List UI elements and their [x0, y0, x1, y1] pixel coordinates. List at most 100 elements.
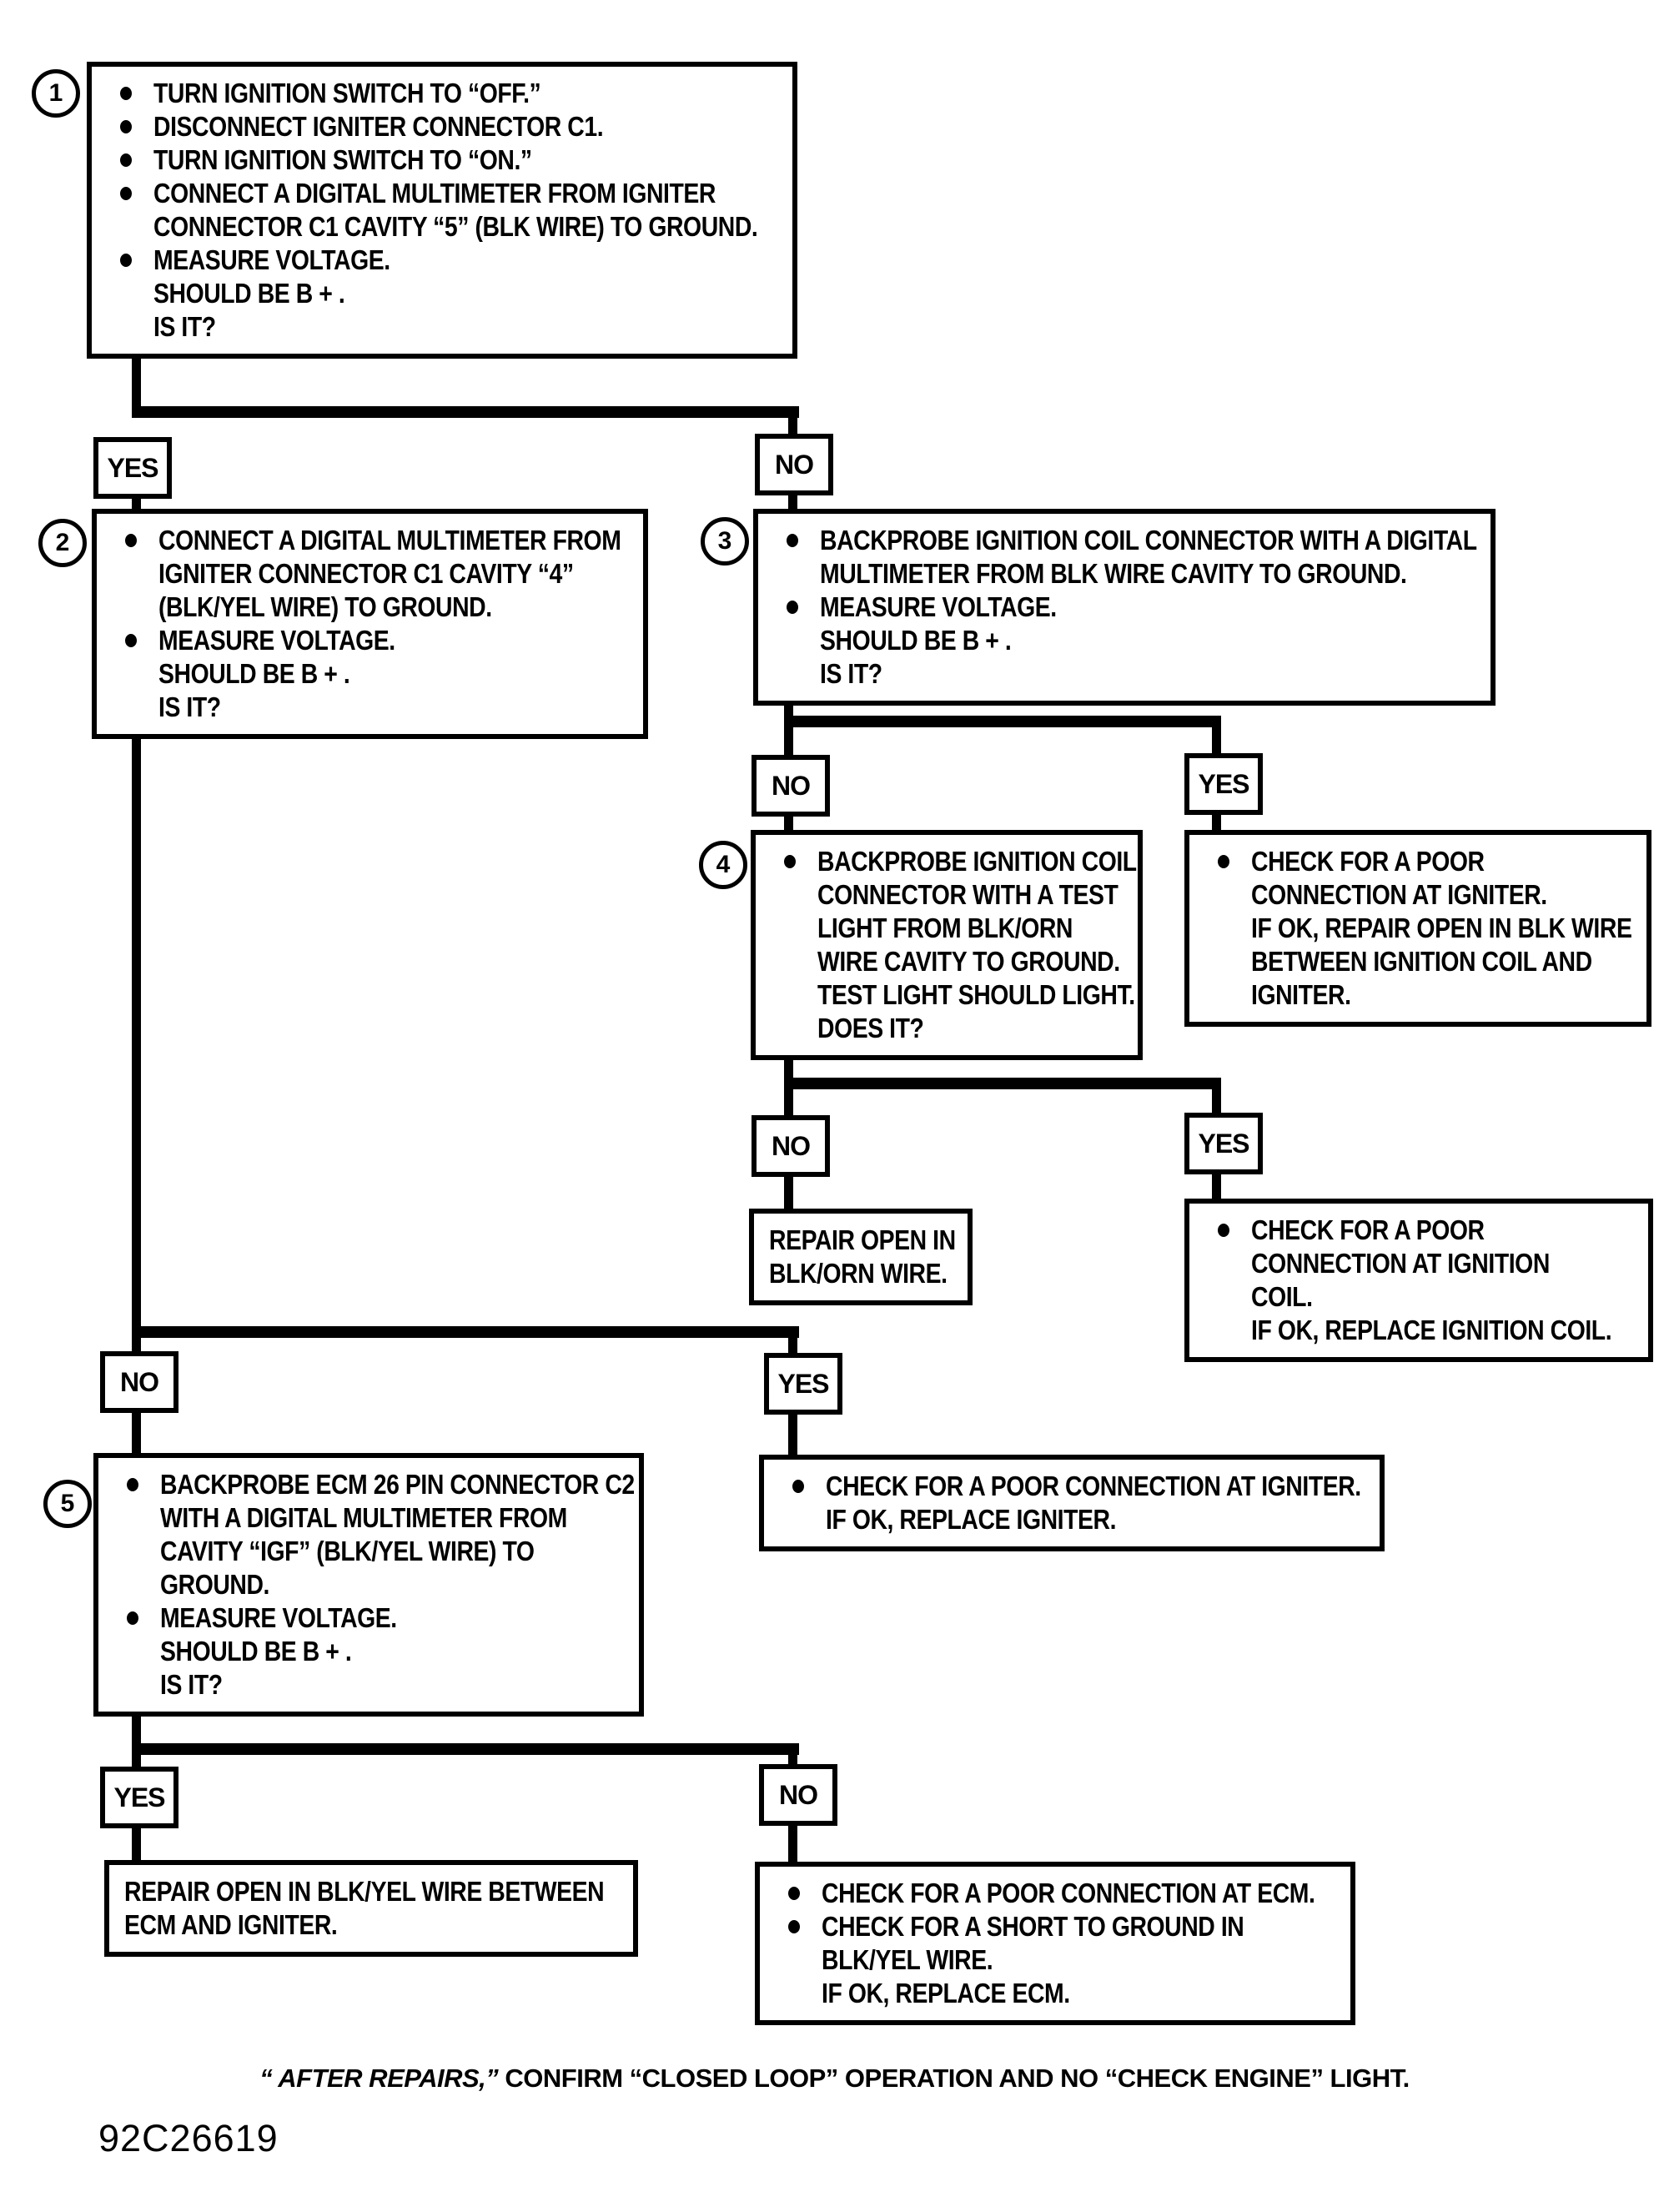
bullet-icon [1218, 1224, 1229, 1237]
bullet-icon [120, 187, 132, 200]
step-1-number: 1 [48, 79, 63, 107]
box-text-line: IS IT? [765, 657, 1480, 691]
step-4-badge: 4 [699, 841, 747, 889]
box-text-line: CHECK FOR A SHORT TO GROUND IN [767, 1910, 1340, 1943]
box-text: SHOULD BE B + . [160, 1636, 352, 1667]
box-text-line: ECM AND IGNITER. [116, 1908, 623, 1942]
box-text: MEASURE VOLTAGE. [153, 244, 390, 275]
box-text: CHECK FOR A POOR [1251, 1214, 1485, 1245]
box-text: COIL. [1251, 1281, 1313, 1312]
box-text: CONNECTION AT IGNITER. [1251, 879, 1547, 910]
box-text: IF OK, REPLACE IGNITER. [826, 1504, 1117, 1535]
bullet-icon [120, 120, 132, 133]
connector-step1-down [132, 354, 141, 418]
box-text: IS IT? [158, 691, 221, 722]
connector-no3-to-repair [784, 1175, 793, 1210]
step-5-number: 5 [60, 1490, 75, 1517]
box-text: CHECK FOR A POOR [1251, 846, 1485, 877]
box-text-line: BACKPROBE IGNITION COIL CONNECTOR WITH A… [765, 524, 1480, 557]
connector-step2-split-bar [132, 1326, 799, 1338]
box-text-line: MEASURE VOLTAGE. [103, 624, 633, 657]
connector-yes2-to-result [1212, 813, 1221, 832]
bullet-icon [788, 1887, 800, 1900]
footer-note: “ AFTER REPAIRS,” CONFIRM “CLOSED LOOP” … [0, 2064, 1669, 2094]
box-text-line: IS IT? [98, 310, 782, 344]
bullet-icon [787, 601, 798, 614]
box-text: CAVITY “IGF” (BLK/YEL WIRE) TO [160, 1536, 535, 1566]
bullet-icon [125, 634, 137, 647]
box-text: IF OK, REPLACE ECM. [822, 1978, 1070, 2008]
box-text-line: (BLK/YEL WIRE) TO GROUND. [103, 591, 633, 624]
connector-no5-to-result [788, 1824, 797, 1863]
result-replace-igniter-box: CHECK FOR A POOR CONNECTION AT IGNITER.I… [759, 1455, 1385, 1551]
box-text: DOES IT? [817, 1013, 924, 1043]
box-text: LIGHT FROM BLK/ORN [817, 912, 1073, 943]
box-text: CONNECT A DIGITAL MULTIMETER FROM IGNITE… [153, 178, 716, 209]
box-text-line: BLK/ORN WIRE. [761, 1257, 958, 1290]
box-text: GROUND. [160, 1569, 270, 1600]
bullet-icon [127, 1478, 138, 1491]
box-text: ECM AND IGNITER. [124, 1909, 338, 1940]
box-text: CHECK FOR A POOR CONNECTION AT IGNITER. [826, 1470, 1361, 1501]
box-text-line: LIGHT FROM BLK/ORN [762, 912, 1128, 945]
branch-yes-5: YES [100, 1767, 178, 1828]
box-text-line: IGNITER CONNECTOR C1 CAVITY “4” [103, 557, 633, 591]
connector-step5-down [132, 1712, 141, 1768]
connector-no2-to-step4 [784, 815, 793, 832]
box-text-line: REPAIR OPEN IN BLK/YEL WIRE BETWEEN [116, 1875, 623, 1908]
box-text-line: WIRE CAVITY TO GROUND. [762, 945, 1128, 978]
box-text: SHOULD BE B + . [820, 625, 1012, 656]
box-text-line: IGNITER. [1196, 978, 1636, 1012]
box-text-line: IF OK, REPLACE IGNITER. [771, 1503, 1370, 1536]
box-text-line: MULTIMETER FROM BLK WIRE CAVITY TO GROUN… [765, 557, 1480, 591]
bullet-icon [784, 855, 796, 868]
box-text: BLK/ORN WIRE. [769, 1258, 948, 1289]
box-text-line: CONNECTION AT IGNITION [1196, 1247, 1638, 1280]
box-text-line: CHECK FOR A POOR [1196, 1214, 1638, 1247]
box-text: CONNECTOR WITH A TEST [817, 879, 1119, 910]
box-text-line: GROUND. [105, 1568, 629, 1601]
box-text-line: IS IT? [105, 1668, 629, 1702]
box-text: IS IT? [153, 311, 216, 342]
bullet-icon [788, 1920, 800, 1933]
box-text-line: IF OK, REPLACE IGNITION COIL. [1196, 1314, 1638, 1347]
connector-step3-split-bar [784, 716, 1221, 727]
bullet-icon [125, 534, 137, 547]
box-text: IF OK, REPLACE IGNITION COIL. [1251, 1315, 1612, 1345]
connector-step2-long-down [132, 734, 141, 1353]
bullet-icon [120, 153, 132, 167]
connector-no1-to-step3 [788, 494, 797, 512]
bullet-icon [792, 1480, 804, 1493]
branch-no-2: NO [752, 755, 830, 817]
step-1-badge: 1 [32, 69, 80, 118]
step-2-number: 2 [55, 529, 70, 556]
footer-note-rest: CONFIRM “CLOSED LOOP” OPERATION AND NO “… [498, 2064, 1410, 2093]
box-text-line: CONNECTOR WITH A TEST [762, 878, 1128, 912]
box-text-line: CHECK FOR A POOR [1196, 845, 1636, 878]
connector-step5-split-bar [132, 1743, 799, 1755]
box-text: REPAIR OPEN IN [769, 1224, 956, 1255]
bullet-icon [127, 1611, 138, 1625]
branch-no-5: NO [759, 1764, 837, 1826]
branch-no-3: NO [752, 1115, 830, 1177]
box-text-line: SHOULD BE B + . [765, 624, 1480, 657]
step-3-badge: 3 [701, 517, 749, 566]
box-text-line: CAVITY “IGF” (BLK/YEL WIRE) TO [105, 1535, 629, 1568]
box-text: BETWEEN IGNITION COIL AND [1251, 946, 1592, 977]
connector-split5-to-no [788, 1753, 797, 1766]
connector-yes4-to-result [788, 1413, 797, 1456]
connector-step4-split-bar [784, 1078, 1221, 1089]
box-text-line: SHOULD BE B + . [105, 1635, 629, 1668]
step-3-number: 3 [717, 527, 732, 555]
connector-yes1-to-step2 [132, 497, 141, 512]
connector-split3-to-yes [1212, 726, 1221, 757]
box-text-line: BACKPROBE IGNITION COIL [762, 845, 1137, 878]
box-text-line: TEST LIGHT SHOULD LIGHT. [762, 978, 1135, 1012]
box-text-line: SHOULD BE B + . [98, 277, 782, 310]
box-text: CHECK FOR A SHORT TO GROUND IN [822, 1911, 1244, 1942]
